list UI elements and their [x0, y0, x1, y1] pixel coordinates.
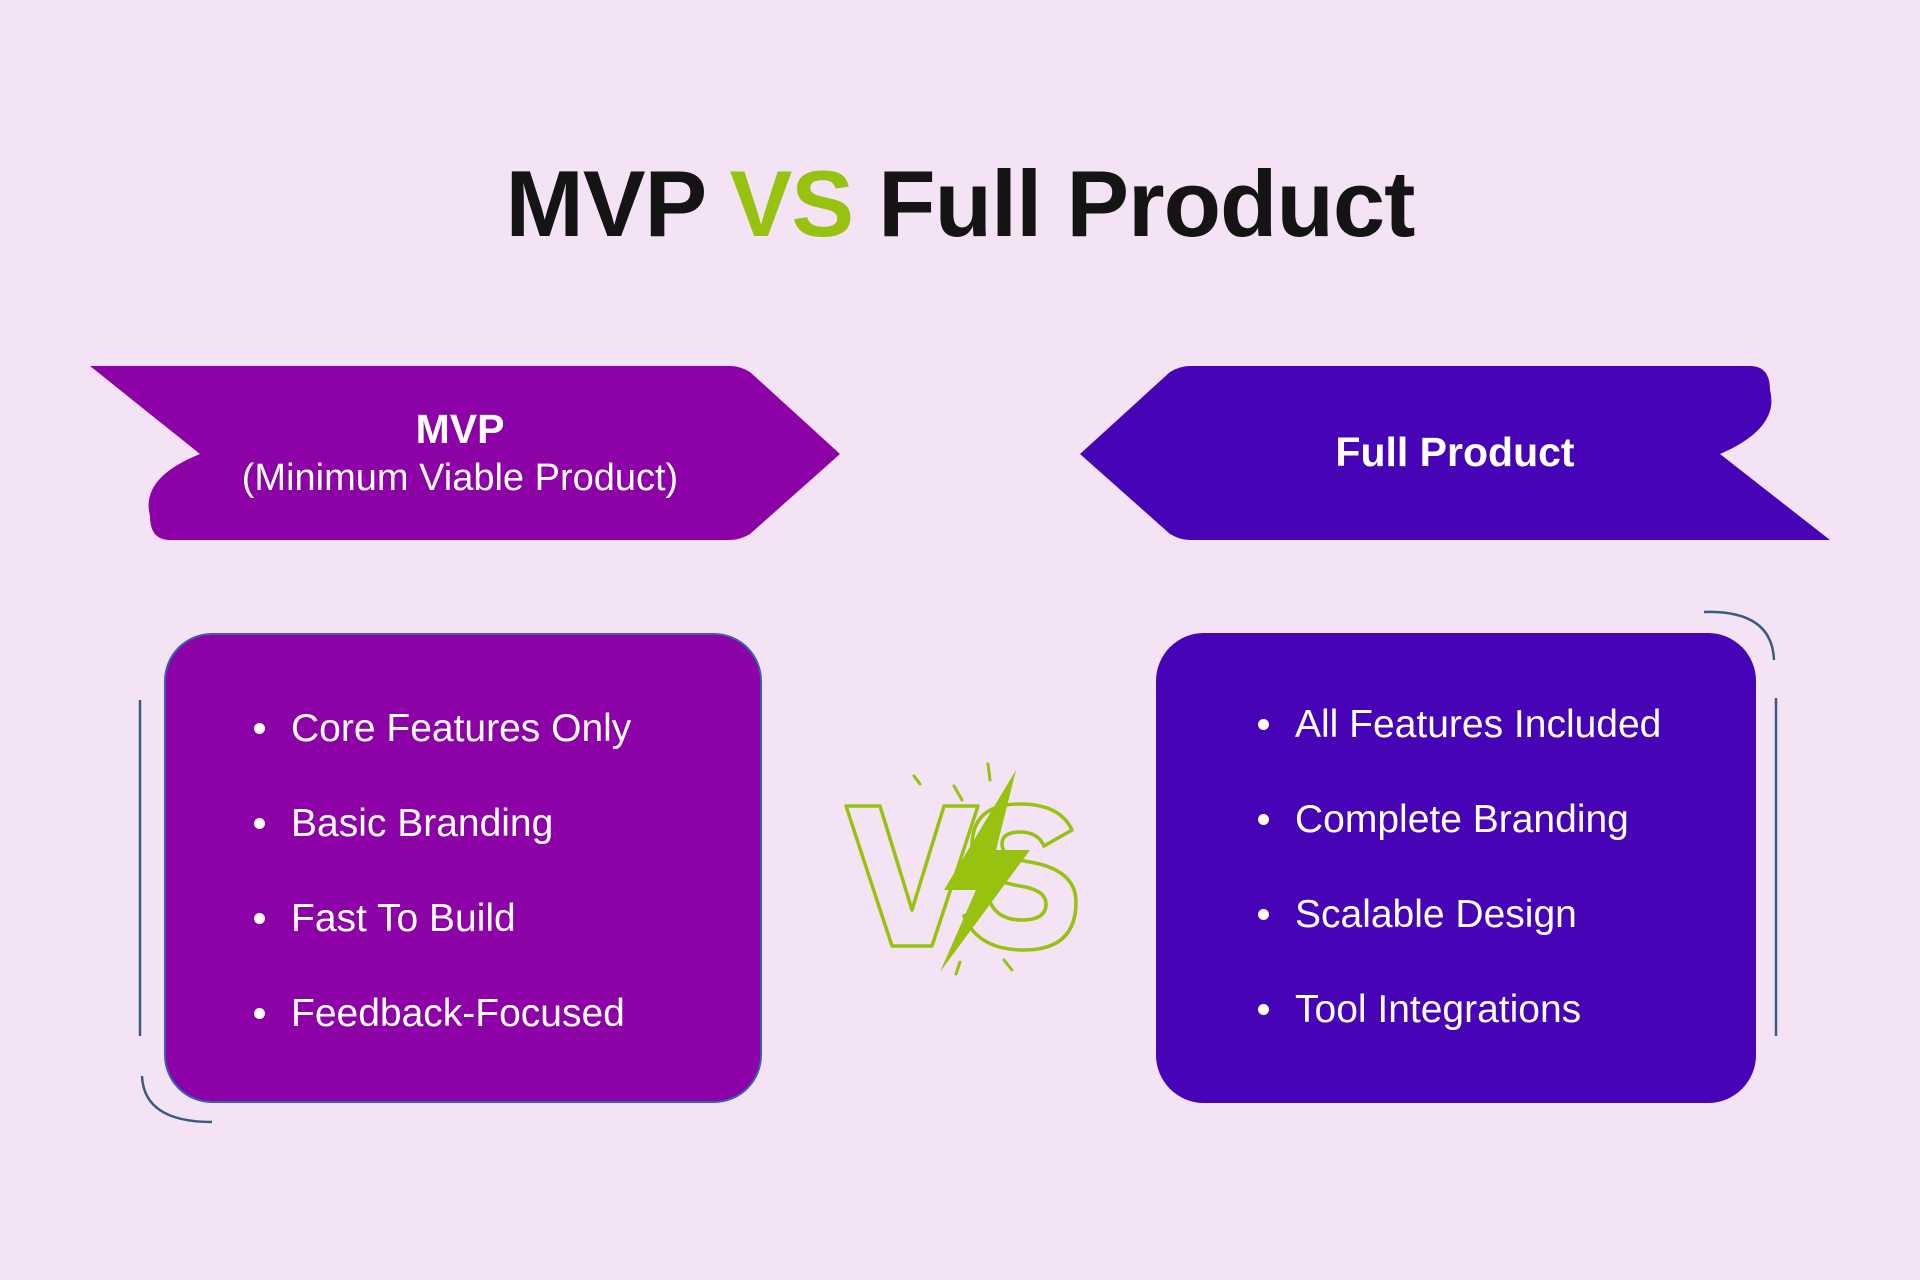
bullet-icon	[1258, 719, 1269, 730]
mvp-banner: MVP (Minimum Viable Product)	[90, 366, 840, 540]
bullet-icon	[1258, 909, 1269, 920]
page-title: MVP VS Full Product	[0, 152, 1920, 255]
bullet-icon	[254, 723, 265, 734]
bullet-icon	[254, 913, 265, 924]
bullet-icon	[1258, 814, 1269, 825]
full-product-feature-text: All Features Included	[1295, 703, 1662, 746]
full-product-banner-title: Full Product	[1335, 429, 1575, 476]
mvp-banner-subtitle: (Minimum Viable Product)	[241, 456, 679, 499]
list-item: All Features Included	[1258, 705, 1661, 744]
full-product-banner: Full Product	[1080, 366, 1830, 540]
list-item: Tool Integrations	[1258, 990, 1581, 1029]
mvp-feature-text: Basic Branding	[291, 802, 554, 845]
vs-lightning-icon	[844, 762, 1078, 976]
list-item: Scalable Design	[1258, 895, 1577, 934]
list-item: Complete Branding	[1258, 800, 1629, 839]
mvp-feature-text: Fast To Build	[291, 897, 516, 940]
left-card-decoration	[138, 700, 213, 1124]
title-mvp: MVP	[505, 151, 730, 256]
mvp-banner-shape	[90, 366, 840, 540]
title-vs: VS	[729, 151, 854, 256]
full-product-banner-shape	[1080, 366, 1830, 540]
list-item: Fast To Build	[254, 899, 516, 938]
list-item: Feedback-Focused	[254, 994, 625, 1033]
bullet-icon	[1258, 1004, 1269, 1015]
bullet-icon	[254, 1008, 265, 1019]
full-product-feature-text: Scalable Design	[1295, 893, 1577, 936]
mvp-feature-text: Feedback-Focused	[291, 992, 625, 1035]
full-product-feature-text: Tool Integrations	[1295, 988, 1582, 1031]
list-item: Core Features Only	[254, 709, 631, 748]
full-product-feature-text: Complete Branding	[1295, 798, 1629, 841]
full-product-features-card: All Features Included Complete Branding …	[1156, 633, 1756, 1103]
mvp-features-card: Core Features Only Basic Branding Fast T…	[164, 633, 762, 1103]
right-card-decoration	[1703, 610, 1778, 1036]
title-full-product: Full Product	[853, 151, 1415, 256]
list-item: Basic Branding	[254, 804, 553, 843]
bullet-icon	[254, 818, 265, 829]
mvp-feature-text: Core Features Only	[291, 707, 632, 750]
mvp-banner-title: MVP	[415, 405, 505, 452]
